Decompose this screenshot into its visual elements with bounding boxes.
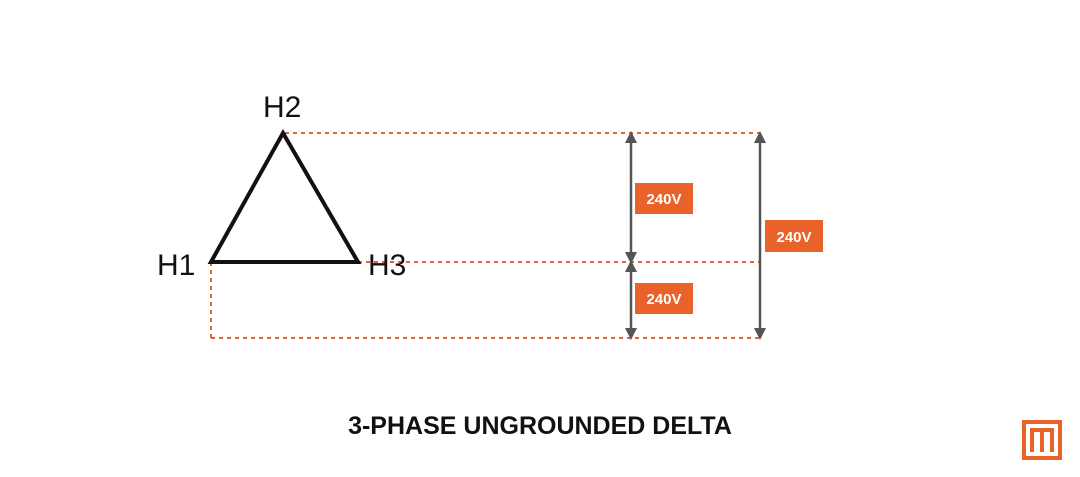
reference-lines xyxy=(210,132,760,339)
node-label-h1: H1 xyxy=(157,249,195,282)
node-label-h2: H2 xyxy=(263,91,301,124)
measurement-arrows xyxy=(625,131,766,340)
voltage-text-upper: 240V xyxy=(646,191,681,208)
node-label-h3: H3 xyxy=(368,249,406,282)
voltage-badge-upper: 240V xyxy=(635,183,693,214)
voltage-badge-full: 240V xyxy=(765,220,823,252)
voltage-badge-lower: 240V xyxy=(635,283,693,314)
m-monogram-icon xyxy=(1022,420,1062,460)
delta-triangle xyxy=(207,128,362,264)
voltage-text-full: 240V xyxy=(776,229,811,246)
voltage-text-lower: 240V xyxy=(646,291,681,308)
diagram-caption: 3-PHASE UNGROUNDED DELTA xyxy=(348,412,732,440)
